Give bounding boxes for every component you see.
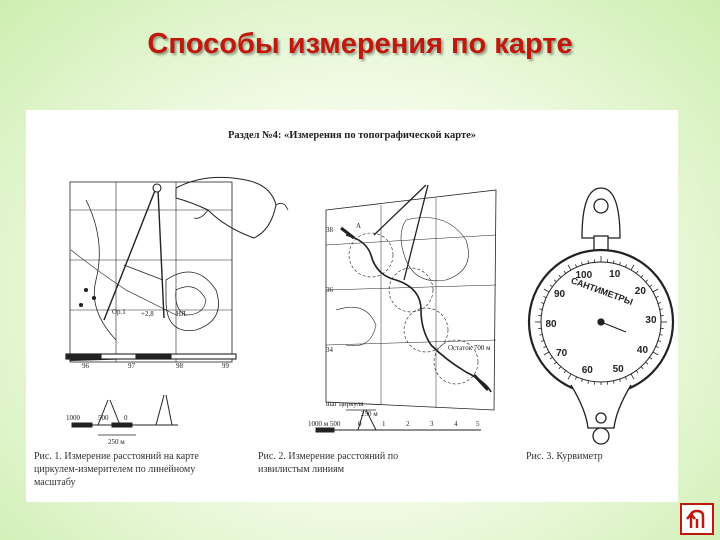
fig2-scale-left: 1000 м 500	[308, 420, 341, 428]
dial-tick	[543, 296, 547, 298]
dial-tick	[549, 356, 553, 360]
dial-number: 70	[556, 348, 568, 359]
dial-number: 20	[635, 286, 647, 297]
dial-tick	[543, 351, 550, 356]
fig1-grid-96: 96	[82, 362, 90, 370]
dial-tick	[567, 264, 572, 271]
dial-tick	[625, 376, 627, 380]
fig2-scale-3: 3	[430, 420, 434, 428]
dial-tick	[659, 308, 663, 310]
scanned-figure: Раздел №4: «Измерения по топографической…	[26, 110, 678, 502]
dial-tick	[657, 340, 662, 342]
dial-tick	[649, 284, 653, 288]
dial-tick	[587, 380, 589, 384]
dial-tick	[657, 302, 662, 304]
dial-number: 80	[545, 319, 557, 330]
fig2-drawing: 38 36 34 А Остаток 700 м шаг циркуля 250…	[308, 184, 497, 433]
dial-tick	[619, 261, 621, 266]
dial-tick	[553, 361, 557, 365]
dial-number: 30	[645, 315, 657, 326]
dial-tick	[655, 346, 659, 348]
dial-tick	[625, 264, 627, 268]
section-header: Раздел №4: «Измерения по топографической…	[227, 130, 477, 141]
dial-tick	[575, 264, 577, 268]
fig2-label-a: А	[356, 222, 361, 230]
fig1-scale-500: 500	[98, 414, 109, 422]
fig2-grid-38: 38	[326, 226, 334, 234]
dial-tick	[630, 264, 635, 271]
dial-tick	[649, 356, 653, 360]
fig2-scale-4: 4	[454, 420, 458, 428]
dial-tick	[543, 288, 550, 293]
fig2-scale-2: 2	[406, 420, 410, 428]
fig1-scale-0: 0	[124, 414, 128, 422]
fig3-caption: Рис. 3. Курвиметр	[526, 451, 603, 462]
dial-tick	[558, 274, 562, 278]
dial-tick	[652, 351, 659, 356]
dial-tick	[640, 366, 644, 370]
fig2-step-value: 250 м	[361, 410, 378, 418]
fig1-grid-99: 99	[222, 362, 230, 370]
dial-number: 10	[609, 269, 621, 280]
dial-tick	[540, 340, 545, 342]
fig1-scale-1000: 1000	[66, 414, 81, 422]
fig1-scale-250: 250 м	[108, 438, 125, 446]
dial-tick	[581, 261, 583, 266]
dial-tick	[652, 288, 659, 293]
dial-tick	[630, 373, 635, 380]
fig1-grid-97: 97	[128, 362, 136, 370]
fig2-scale-0: 0	[358, 420, 362, 428]
dial-tick	[613, 260, 615, 264]
dial-tick	[558, 366, 562, 370]
dial-tick	[539, 334, 543, 336]
fig1-caption: Рис. 1. Измерение расстояний на карте ци…	[34, 451, 199, 488]
slide-title: Способы измерения по карте	[147, 28, 573, 60]
fig2-grid-36: 36	[326, 286, 334, 294]
dial-tick	[640, 274, 644, 278]
dial-number: 40	[637, 345, 649, 356]
dial-tick	[659, 334, 663, 336]
fig1-grid-98: 98	[176, 362, 184, 370]
dial-tick	[567, 373, 572, 380]
fig1-label-ny: НЯ	[176, 310, 186, 318]
dial-tick	[563, 370, 567, 374]
dial-tick	[539, 308, 543, 310]
fig2-step-label: шаг циркуля	[326, 400, 364, 408]
fig2-scale-1: 1	[382, 420, 386, 428]
dial-tick	[635, 370, 639, 374]
fig2-caption: Рис. 2. Измерение расстояний по извилист…	[258, 451, 399, 475]
dial-number: 50	[613, 364, 625, 375]
dial-tick	[613, 380, 615, 384]
dial-tick	[553, 279, 557, 283]
dial-tick	[563, 270, 567, 274]
dial-tick	[645, 279, 649, 283]
return-arrow-icon	[686, 509, 705, 528]
dial-tick	[635, 270, 639, 274]
fig2-scale-5: 5	[476, 420, 480, 428]
fig1-label-height: +2,8	[141, 310, 154, 318]
fig2-grid-34: 34	[326, 346, 334, 354]
dial-number: 60	[582, 365, 594, 376]
dial-tick	[619, 378, 621, 383]
dial-tick	[645, 361, 649, 365]
dial-tick	[549, 284, 553, 288]
dial-tick	[575, 376, 577, 380]
dial-tick	[543, 346, 547, 348]
dial-tick	[587, 260, 589, 264]
dial-tick	[581, 378, 583, 383]
fig1-drawing: Ор.1 +2,8 НЯ 96 97 98 99 1000 500 0 250 …	[65, 176, 289, 446]
return-button[interactable]	[680, 503, 714, 535]
fig2-label-remainder: Остаток 700 м	[448, 344, 491, 352]
dial-number: 90	[554, 289, 566, 300]
dial-tick	[540, 302, 545, 304]
dial-number: 100	[576, 270, 593, 281]
dial-tick	[655, 296, 659, 298]
fig1-label-or: Ор.1	[112, 308, 126, 316]
